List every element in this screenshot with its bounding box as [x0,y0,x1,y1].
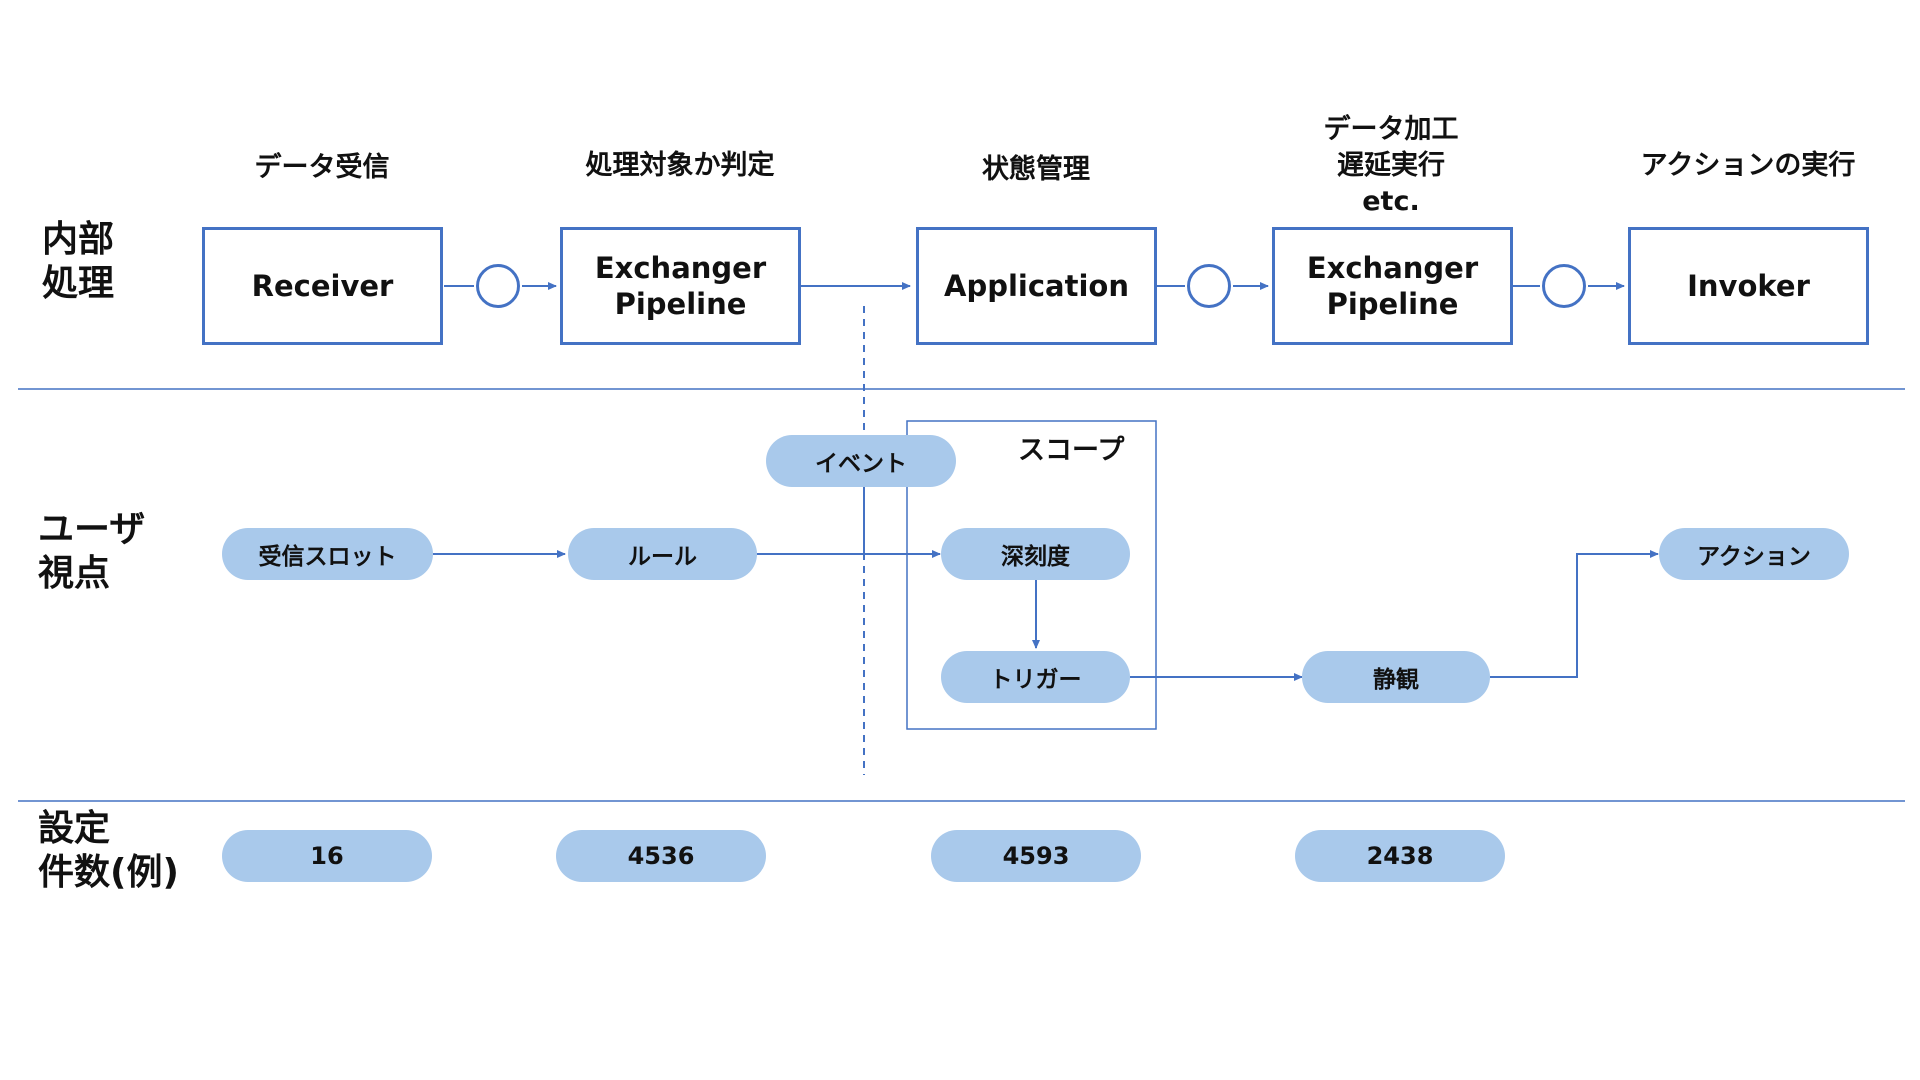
node-depth: 深刻度 [941,528,1130,580]
stage-label-action: アクションの実行 [1640,150,1856,181]
stage-label-state: 状態管理 [982,154,1090,185]
connector-calm-action [1490,550,1659,678]
count-rule: 4536 [556,830,766,882]
node-rule: ルール [568,528,757,580]
connector-circle-2 [1187,264,1231,308]
node-receive-slot: 受信スロット [222,528,433,580]
row-label-user: ユーザ 視点 [38,509,146,594]
invoker-box: Invoker [1628,227,1869,345]
count-depth: 4593 [931,830,1141,882]
scope-rectangle [906,420,1157,730]
node-trigger: トリガー [941,651,1130,703]
scope-label: スコープ [1018,435,1125,466]
stage-label-filter: 処理対象か判定 [585,150,775,181]
stage-label-receive: データ受信 [254,152,390,183]
exchanger-pipeline-box-2: Exchanger Pipeline [1272,227,1513,345]
exchanger-pipeline-box-1: Exchanger Pipeline [560,227,801,345]
node-action: アクション [1659,528,1849,580]
count-calm: 2438 [1295,830,1505,882]
application-box: Application [916,227,1157,345]
stage-label-process: データ加工 遅延実行 etc. [1323,114,1459,217]
connector-circle-1 [476,264,520,308]
row-label-internal: 内部 処理 [42,219,115,304]
connector-circle-3 [1542,264,1586,308]
row-label-settings: 設定 件数(例) [38,808,179,893]
receiver-box: Receiver [202,227,443,345]
node-calm: 静観 [1302,651,1490,703]
count-receive-slot: 16 [222,830,432,882]
node-event: イベント [766,435,956,487]
